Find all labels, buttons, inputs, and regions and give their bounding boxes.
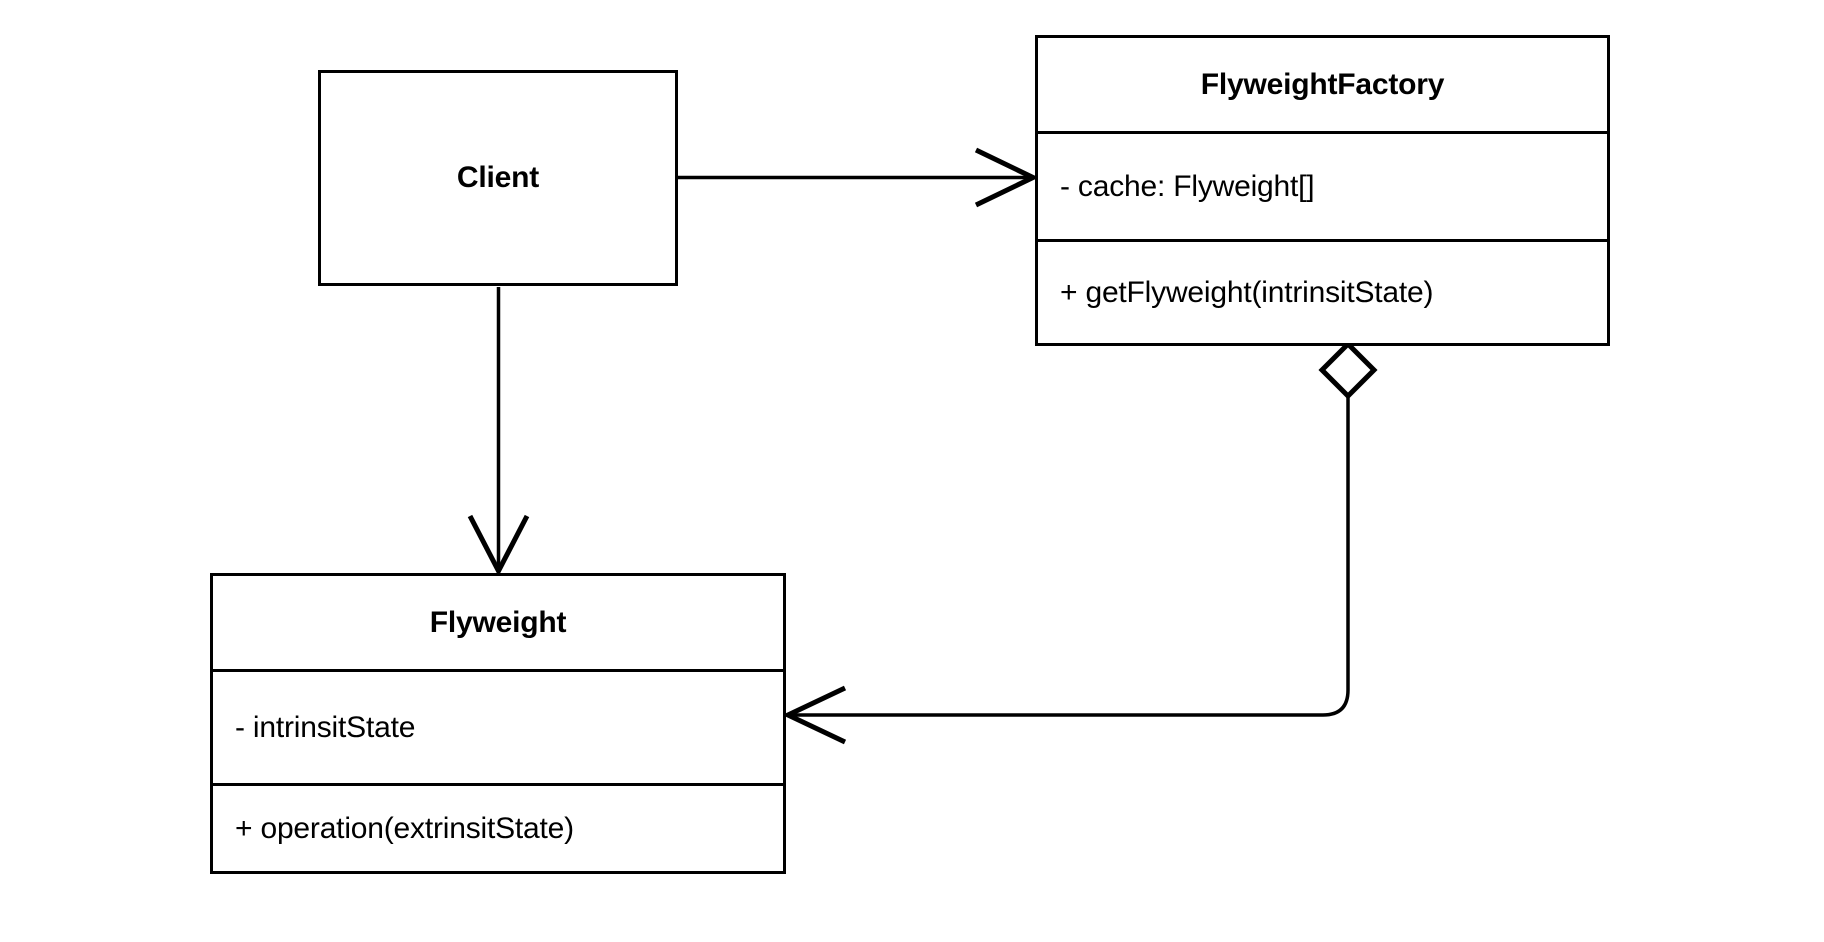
open-arrowhead-icon: [467, 514, 530, 577]
edge-client-to-flyweight: [467, 287, 530, 577]
class-operation-row: + getFlyweight(intrinsitState): [1060, 275, 1434, 309]
hollow-diamond-icon: [1318, 340, 1378, 400]
open-arrowhead-icon: [974, 147, 1039, 208]
class-name-compartment: Flyweight: [213, 576, 783, 669]
class-operation-row: + operation(extrinsitState): [235, 811, 574, 845]
class-attribute-row: - cache: Flyweight[]: [1060, 169, 1315, 203]
class-name-compartment: FlyweightFactory: [1038, 38, 1607, 131]
class-box-flyweightfactory[interactable]: FlyweightFactory - cache: Flyweight[] + …: [1035, 35, 1610, 346]
class-attributes-compartment: - cache: Flyweight[]: [1038, 131, 1607, 239]
edge-client-to-flyweightfactory: [678, 147, 1039, 208]
open-arrowhead-icon: [782, 685, 847, 745]
class-box-flyweight[interactable]: Flyweight - intrinsitState + operation(e…: [210, 573, 786, 874]
class-name-label: Client: [456, 161, 540, 194]
class-attribute-row: - intrinsitState: [235, 710, 416, 744]
class-name-compartment: Client: [321, 73, 675, 283]
class-name-label: FlyweightFactory: [1200, 67, 1445, 101]
class-box-client[interactable]: Client: [318, 70, 678, 286]
class-attributes-compartment: - intrinsitState: [213, 669, 783, 783]
edge-flyweightfactory-aggregates-flyweight: [782, 340, 1378, 745]
class-name-label: Flyweight: [429, 605, 567, 639]
class-operations-compartment: + getFlyweight(intrinsitState): [1038, 239, 1607, 343]
class-operations-compartment: + operation(extrinsitState): [213, 783, 783, 871]
